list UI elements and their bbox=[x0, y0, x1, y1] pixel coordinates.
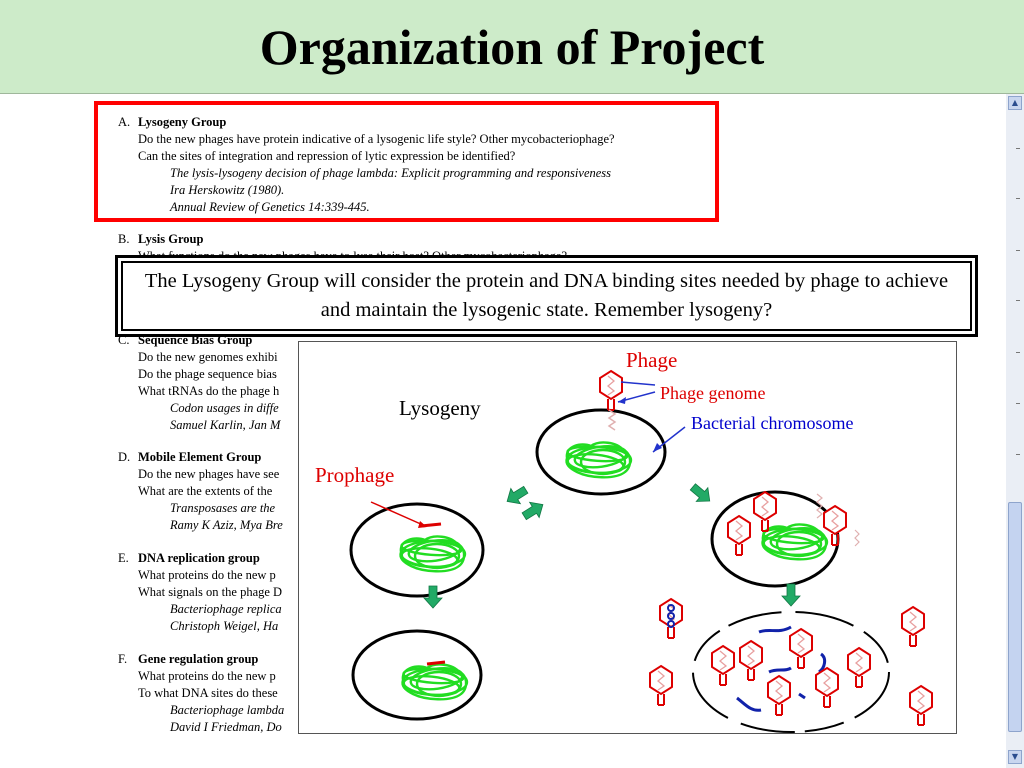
section-heading-row: A. Lysogeny Group bbox=[118, 114, 758, 131]
ruler-tick bbox=[1016, 403, 1020, 404]
section-heading-row: F. Gene regulation group bbox=[118, 651, 758, 668]
ruler-tick bbox=[1016, 454, 1020, 455]
section-question: To what DNA sites do these bbox=[138, 686, 278, 700]
ruler-tick bbox=[1016, 250, 1020, 251]
bacterial-chromosome-label: Bacterial chromosome bbox=[691, 413, 854, 433]
ruler-tick bbox=[1016, 300, 1020, 301]
ruler-tick bbox=[1016, 352, 1020, 353]
cell-lytic bbox=[710, 490, 860, 588]
section-question: What proteins do the new p bbox=[138, 669, 276, 683]
phage-pointer-line bbox=[620, 381, 656, 386]
phage-infecting bbox=[599, 370, 623, 431]
lysogeny-diagram-canvas bbox=[349, 370, 933, 733]
section-question: Do the phage sequence bias bbox=[138, 367, 277, 381]
phage-genome-label: Phage genome bbox=[660, 383, 766, 403]
free-phage bbox=[659, 598, 683, 639]
released-phage bbox=[909, 685, 933, 726]
section-letter: B. bbox=[118, 232, 130, 246]
section-heading: Mobile Element Group bbox=[138, 450, 262, 464]
arrow-to-prophage bbox=[501, 481, 531, 510]
chromosome-arrowhead bbox=[653, 443, 662, 452]
section-question: Can the sites of integration and repress… bbox=[138, 149, 516, 163]
section-reference: Ramy K Aziz, Mya Bre bbox=[170, 518, 283, 532]
section-letter: E. bbox=[118, 551, 129, 565]
lysogeny-label: Lysogeny bbox=[399, 396, 481, 420]
cell-infected bbox=[535, 408, 667, 496]
section-heading: Lysogeny Group bbox=[138, 115, 227, 129]
section-letter: C. bbox=[118, 333, 130, 347]
ruler-tick bbox=[1016, 198, 1020, 199]
section-reference: Ira Herskowitz (1980). bbox=[170, 183, 285, 197]
section-heading-row: D. Mobile Element Group bbox=[118, 449, 758, 466]
prophage-pointer-line bbox=[370, 501, 424, 526]
phage-label: Phage bbox=[626, 348, 678, 372]
arrow-to-lysis bbox=[781, 583, 801, 607]
section-reference: The lysis-lysogeny decision of phage lam… bbox=[170, 166, 612, 180]
section-heading: DNA replication group bbox=[138, 551, 260, 565]
arrow-from-prophage bbox=[519, 496, 549, 525]
section-letter: A. bbox=[118, 115, 131, 129]
prophage-arrowhead bbox=[418, 521, 427, 528]
cell-daughter bbox=[351, 629, 483, 721]
lysogeny-highlight-box bbox=[94, 101, 719, 222]
section-reference: Samuel Karlin, Jan M bbox=[170, 418, 281, 432]
section-heading: Lysis Group bbox=[138, 232, 204, 246]
ruler-tick bbox=[1016, 148, 1020, 149]
section-reference: Bacteriophage replica bbox=[170, 602, 282, 616]
section-question: What are the extents of the bbox=[138, 484, 273, 498]
section-question: What signals on the phage D bbox=[138, 585, 283, 599]
section-reference: Transposases are the bbox=[170, 501, 276, 515]
cell-lysed bbox=[692, 611, 890, 733]
section-letter: D. bbox=[118, 450, 131, 464]
section-heading-row: B. Lysis Group bbox=[118, 231, 758, 248]
lysogeny-diagram: Phage Phage genome Bacterial chromosome … bbox=[298, 341, 957, 734]
released-phage bbox=[901, 606, 925, 647]
section-lysogeny-group: A. Lysogeny Group Do the new phages have p… bbox=[118, 114, 758, 216]
section-question: Do the new phages have see bbox=[138, 467, 280, 481]
section-reference: David I Friedman, Do bbox=[170, 720, 282, 734]
section-reference: Annual Review of Genetics 14:339-445. bbox=[170, 200, 370, 214]
lysogeny-callout-box: The Lysogeny Group will consider the pro… bbox=[115, 255, 978, 337]
arrow-down-icon[interactable]: ▼ bbox=[1008, 750, 1022, 764]
phage-genome-arrowhead bbox=[618, 397, 626, 404]
slide-title: Organization of Project bbox=[259, 19, 765, 75]
section-heading-row: E. DNA replication group bbox=[118, 550, 758, 567]
title-divider bbox=[0, 93, 1024, 94]
section-mobile-element-group: D. Mobile Element Group Do the new phages … bbox=[118, 449, 758, 534]
vertical-scrollbar[interactable]: ▲ ▼ bbox=[1006, 94, 1024, 768]
section-question: What proteins do the new p bbox=[138, 568, 276, 582]
released-phage bbox=[649, 665, 673, 706]
section-reference: Bacteriophage lambda bbox=[170, 703, 285, 717]
section-question: Do the new genomes exhibi bbox=[138, 350, 278, 364]
section-reference: Christoph Weigel, Ha bbox=[170, 619, 279, 633]
section-heading: Gene regulation group bbox=[138, 652, 259, 666]
section-question: Do the new phages have protein indicativ… bbox=[138, 132, 615, 146]
section-question: What tRNAs do the phage h bbox=[138, 384, 280, 398]
section-reference: Codon usages in diffe bbox=[170, 401, 279, 415]
arrow-up-icon[interactable]: ▲ bbox=[1008, 96, 1022, 110]
callout-text: The Lysogeny Group will consider the pro… bbox=[144, 270, 949, 321]
section-letter: F. bbox=[118, 652, 128, 666]
prophage-label: Prophage bbox=[315, 463, 395, 487]
scrollbar-thumb[interactable] bbox=[1008, 502, 1022, 732]
arrow-to-lytic bbox=[686, 479, 716, 509]
cell-prophage bbox=[349, 502, 485, 598]
